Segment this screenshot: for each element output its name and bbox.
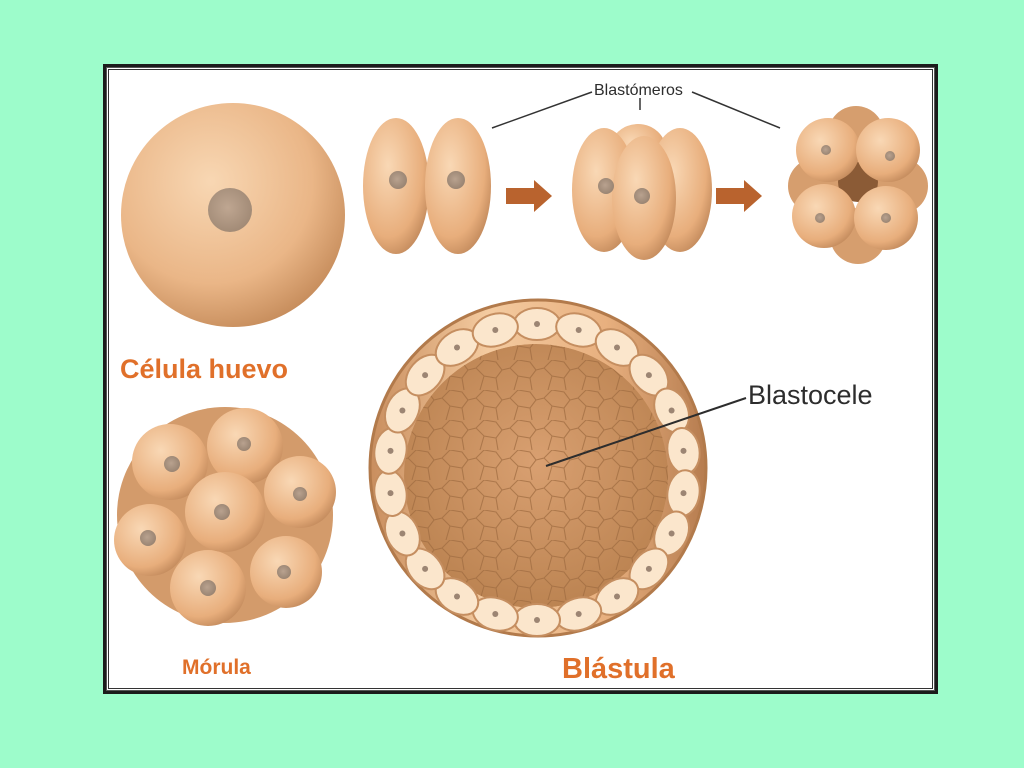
cell-nucleus (454, 344, 460, 351)
arrow-right-icon (716, 180, 762, 212)
blastomeres-label: Blastómeros (594, 82, 683, 99)
four-cell-stage (572, 124, 712, 260)
cell-nucleus (614, 344, 620, 351)
cell-nucleus (399, 407, 406, 414)
cell-nucleus (534, 617, 540, 623)
egg-cell (121, 103, 345, 327)
cell-nucleus (534, 321, 540, 327)
cell-nucleus (645, 372, 652, 379)
cell-nucleus (422, 372, 429, 379)
cell-nucleus (492, 327, 499, 333)
cell-nucleus (614, 593, 620, 600)
cell-nucleus (680, 490, 687, 497)
cell-nucleus (387, 447, 394, 454)
cell-nucleus (492, 611, 499, 617)
cell-nucleus (454, 593, 460, 600)
cell-nucleus (575, 611, 582, 617)
cell-nucleus (422, 565, 429, 572)
cell-nucleus (680, 447, 687, 454)
cell-nucleus (668, 407, 675, 414)
eight-cell-stage (788, 106, 928, 264)
morula-label: Mórula (182, 656, 251, 679)
cell-nucleus (645, 565, 652, 572)
two-cell-stage (363, 118, 491, 254)
cell-nucleus (399, 530, 406, 537)
arrow-right-icon (506, 180, 552, 212)
blastula-label: Blástula (562, 653, 676, 685)
egg-cell-label: Célula huevo (120, 354, 288, 384)
blastocoel-pointer-line (545, 397, 747, 467)
cell-nucleus (668, 530, 675, 537)
cell-nucleus (575, 327, 582, 333)
blastula (368, 298, 708, 638)
blastomeres-pointer-lines (491, 91, 781, 129)
cell-nucleus (387, 490, 394, 497)
morula (114, 407, 336, 626)
blastocoel-label: Blastocele (748, 380, 873, 410)
blastula-cell-ring (373, 307, 701, 637)
